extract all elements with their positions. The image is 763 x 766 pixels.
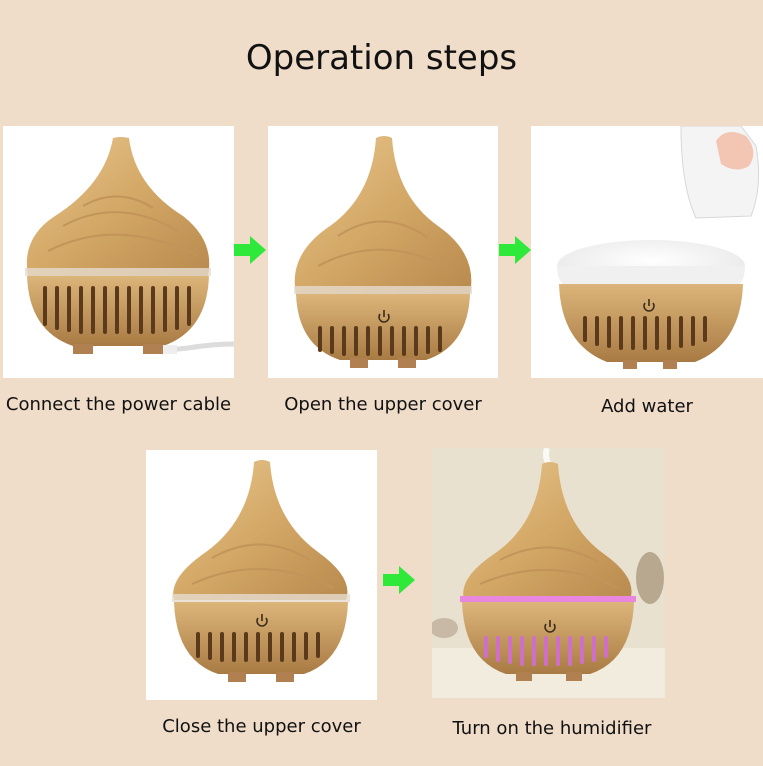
arrow-right-icon [234,236,266,264]
step-3-photo [531,126,763,378]
step-3-caption: Add water [601,396,693,417]
step-4-caption: Close the upper cover [162,716,361,737]
step-4-photo [146,450,377,700]
power-icon [378,310,390,323]
step-5-photo [432,448,665,698]
humidifier-closed-image [172,460,350,682]
humidifier-on-image [432,448,665,698]
arrow-right-icon [383,566,415,594]
humidifier-open-image [294,136,472,368]
arrow-right-icon [499,236,531,264]
light-ring [460,596,636,602]
step-2-caption: Open the upper cover [284,394,482,415]
step-2-photo [268,126,498,378]
step-1-caption: Connect the power cable [5,394,232,415]
adding-water-image [557,126,760,369]
page-title: Operation steps [245,38,518,78]
step-1-photo [3,126,234,378]
step-5-caption: Turn on the humidifier [452,718,652,739]
humidifier-with-cable-image [25,137,234,354]
